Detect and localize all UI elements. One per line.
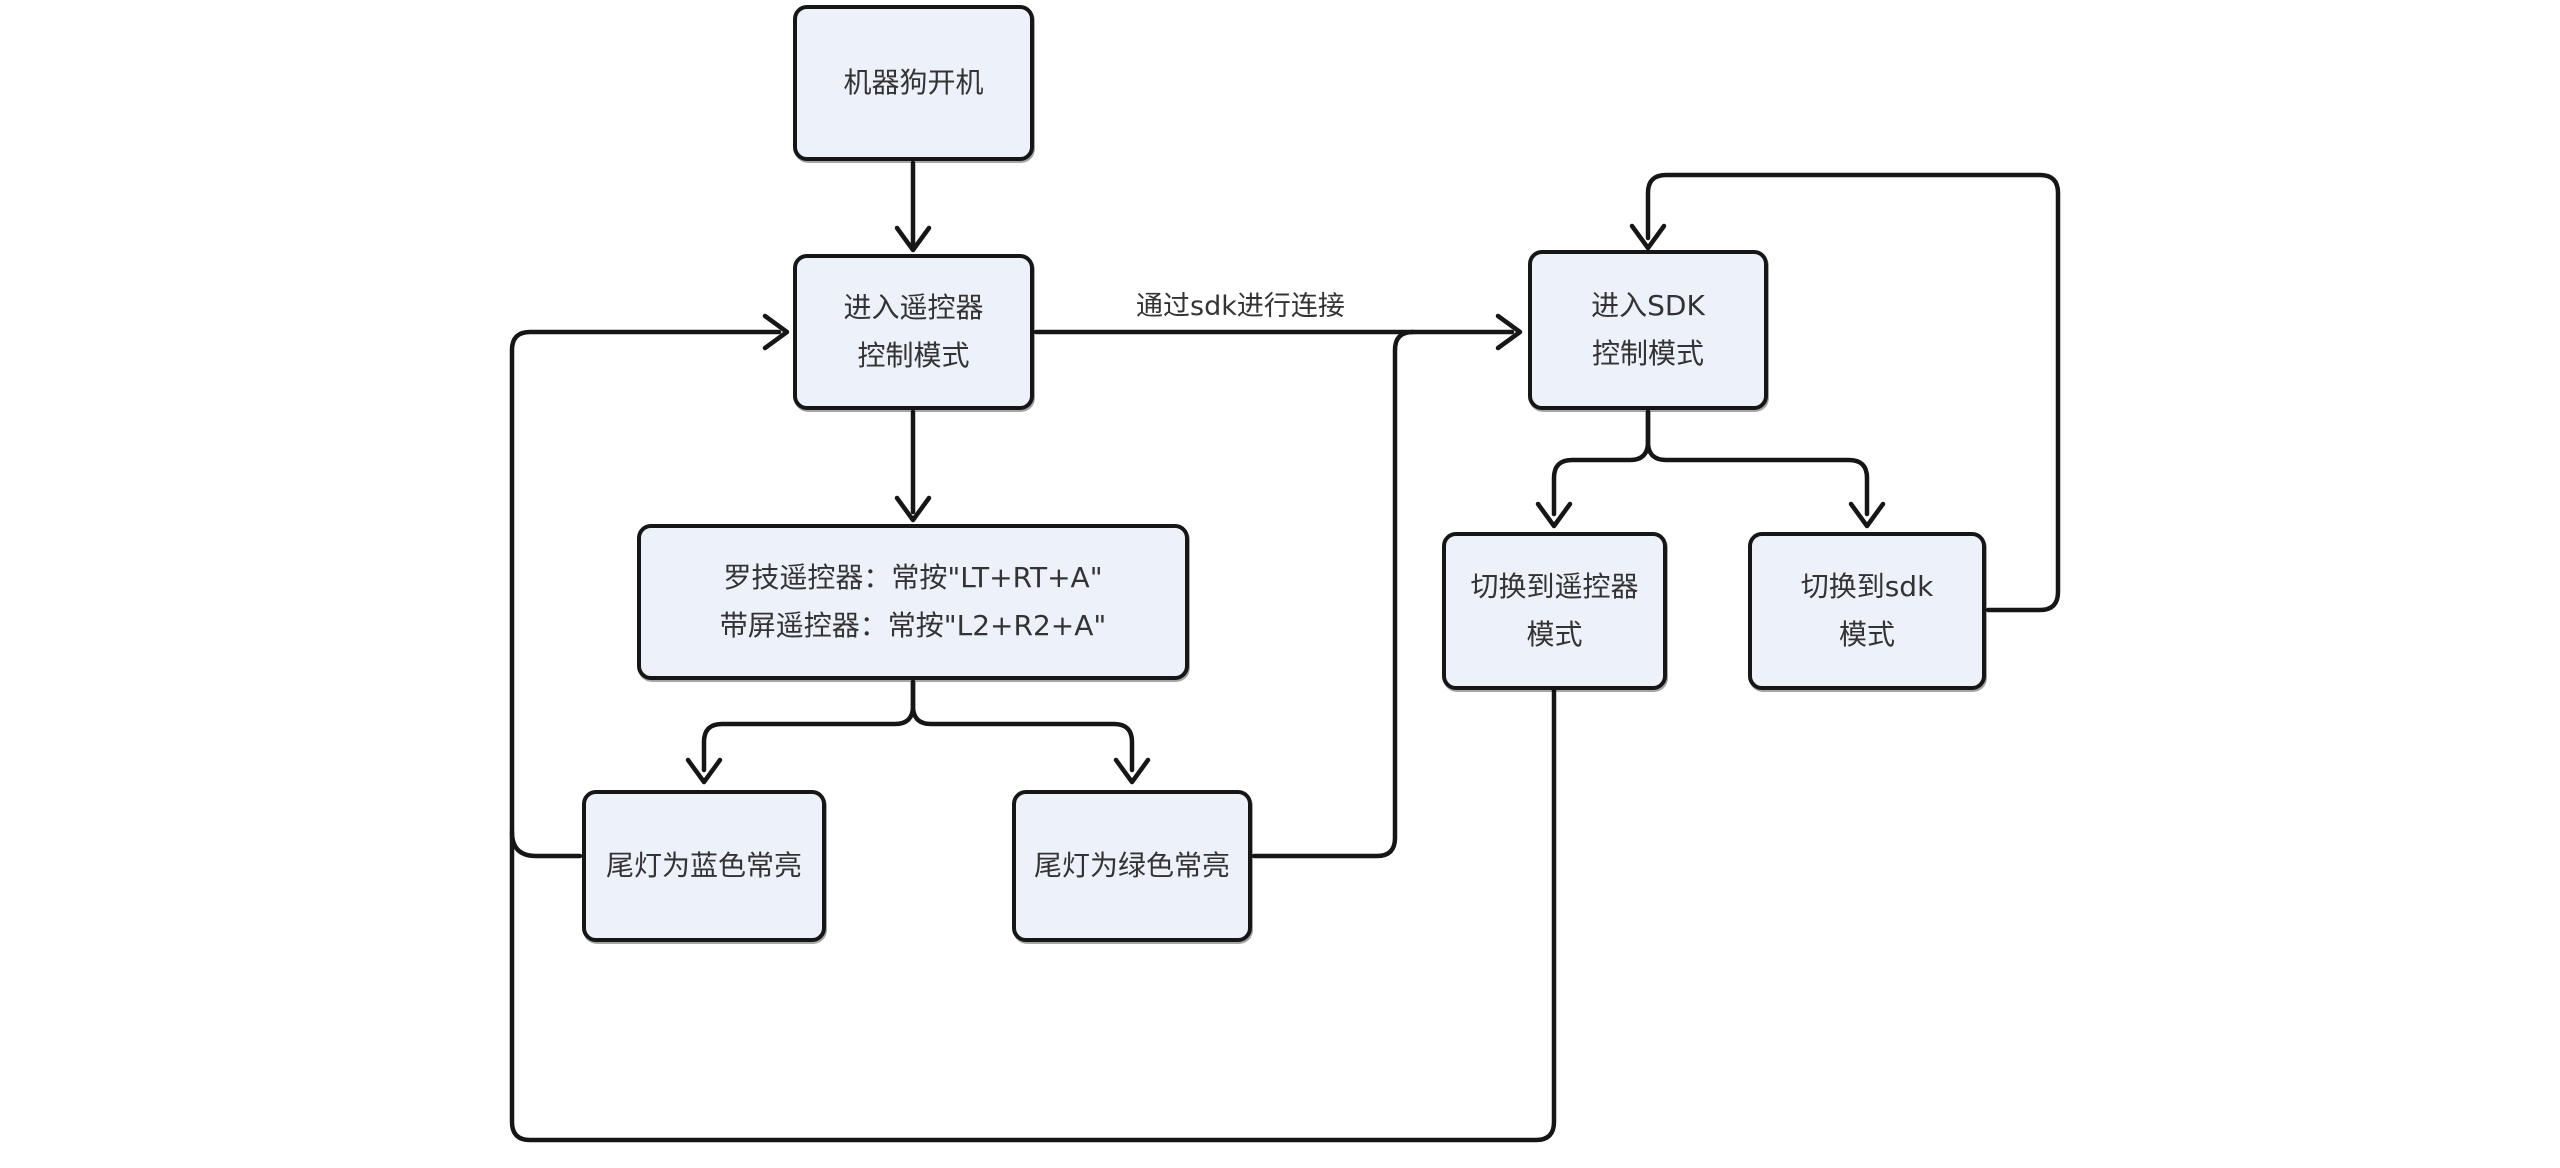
arrowhead-switchsdk-loop bbox=[1629, 223, 1667, 251]
arrowhead-sdk-to-switchsdk bbox=[1848, 501, 1886, 529]
arrowhead-power-to-remote bbox=[894, 225, 932, 253]
edge-combo-to-green bbox=[910, 679, 1135, 773]
arrowhead-remote-to-sdk bbox=[1495, 313, 1523, 351]
edge-sdk-to-switchremote bbox=[1551, 409, 1651, 517]
arrowhead-switchremote-loop bbox=[762, 313, 790, 351]
arrowhead-combo-to-blue bbox=[685, 757, 723, 785]
arrowhead-combo-to-green bbox=[1113, 757, 1151, 785]
node-switch-to-sdk: 切换到sdk 模式 bbox=[1748, 532, 1986, 690]
edge-sdk-to-switchsdk bbox=[1645, 409, 1870, 517]
arrowhead-sdk-to-switchremote bbox=[1535, 501, 1573, 529]
arrowhead-remote-to-combo bbox=[894, 495, 932, 523]
edge-switchsdk-loop bbox=[1645, 172, 2061, 613]
node-press-combo: 罗技遥控器：常按"LT+RT+A" 带屏遥控器：常按"L2+R2+A" bbox=[637, 524, 1189, 680]
edge-green-merge bbox=[1251, 329, 1416, 859]
node-remote-control-mode: 进入遥控器 控制模式 bbox=[793, 254, 1034, 410]
edge-combo-to-blue bbox=[701, 679, 916, 773]
edge-switchremote-loop bbox=[509, 329, 1557, 1143]
node-tail-light-blue: 尾灯为蓝色常亮 bbox=[582, 790, 826, 942]
edge-label-sdk-connect: 通过sdk进行连接 bbox=[1132, 284, 1349, 323]
node-tail-light-green: 尾灯为绿色常亮 bbox=[1012, 790, 1252, 942]
node-power-on: 机器狗开机 bbox=[793, 5, 1034, 161]
node-sdk-control-mode: 进入SDK 控制模式 bbox=[1528, 250, 1768, 410]
edge-blue-merge bbox=[509, 829, 583, 859]
node-switch-to-remote: 切换到遥控器 模式 bbox=[1442, 532, 1667, 690]
